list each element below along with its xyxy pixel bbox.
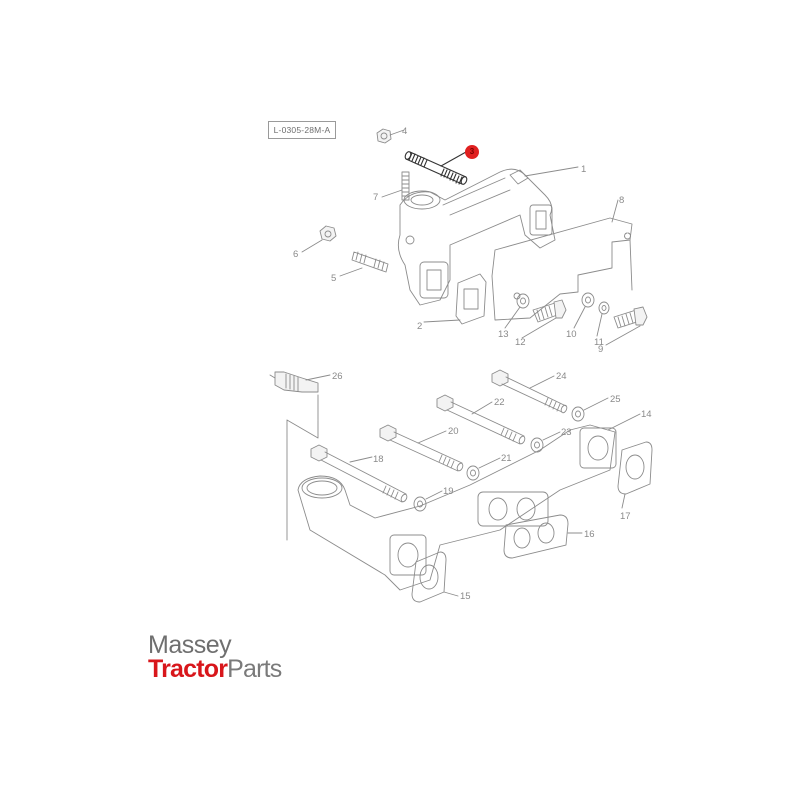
callout-label-20: 20: [448, 426, 459, 437]
callout-label-16: 16: [584, 529, 595, 540]
callout-label-9: 9: [598, 344, 604, 355]
callout-label-22: 22: [494, 397, 505, 408]
nut-icon: [301, 225, 337, 253]
callout-label-8: 8: [619, 195, 625, 206]
gasket-icon: [411, 551, 459, 603]
callout-label-24: 24: [556, 371, 567, 382]
callout-label-2: 2: [417, 321, 423, 332]
temperature-sensor: [269, 371, 331, 541]
bolt-icon: [521, 299, 567, 339]
washer-icon: [504, 293, 530, 329]
callout-label-23: 23: [561, 427, 572, 438]
washer-icon: [573, 292, 610, 337]
long-bolt-icon: [310, 444, 408, 503]
gasket-icon: [503, 514, 583, 559]
diagram-reference-code: L-0305-28M-A: [268, 121, 336, 139]
exhaust-manifold-lower: [297, 413, 641, 591]
callout-label-18: 18: [373, 454, 384, 465]
callout-label-21: 21: [501, 453, 512, 464]
callout-label-6: 6: [293, 249, 299, 260]
highlighted-part-badge[interactable]: 3: [465, 145, 479, 159]
long-bolt-icon: [491, 369, 568, 414]
callout-label-11: 11: [594, 337, 604, 348]
stud-icon: [339, 251, 389, 277]
bolt-icon: [605, 306, 648, 346]
callout-label-15: 15: [460, 591, 471, 602]
exhaust-manifold-upper: [397, 166, 579, 306]
callout-label-1: 1: [581, 164, 587, 175]
gasket-icon: [617, 441, 653, 509]
callout-label-4: 4: [402, 126, 408, 137]
logo-tractor-text: Tractor: [148, 655, 228, 683]
callout-label-14: 14: [641, 409, 652, 420]
callout-label-17: 17: [620, 511, 631, 522]
callout-label-25: 25: [610, 394, 621, 405]
long-bolt-icon: [379, 424, 464, 472]
callout-label-7: 7: [373, 192, 379, 203]
logo-line-1: Massey: [148, 631, 232, 659]
callout-label-19: 19: [443, 486, 454, 497]
callout-label-5: 5: [331, 273, 337, 284]
callout-label-13: 13: [498, 329, 509, 340]
callout-label-12: 12: [515, 337, 526, 348]
logo-line-2: TractorParts: [148, 655, 282, 683]
callout-label-10: 10: [566, 329, 577, 340]
stud-icon: [381, 171, 410, 201]
logo-parts-text: Parts: [227, 655, 282, 683]
massey-tractor-parts-logo: Massey TractorParts: [148, 631, 282, 683]
nut-icon: [376, 128, 405, 144]
heat-shield: [491, 199, 633, 321]
callout-label-26: 26: [332, 371, 343, 382]
stud-3-highlighted: [404, 151, 468, 185]
washer-icon: [413, 397, 609, 512]
gasket-icon: [423, 273, 487, 325]
long-bolt-icon: [436, 394, 526, 445]
